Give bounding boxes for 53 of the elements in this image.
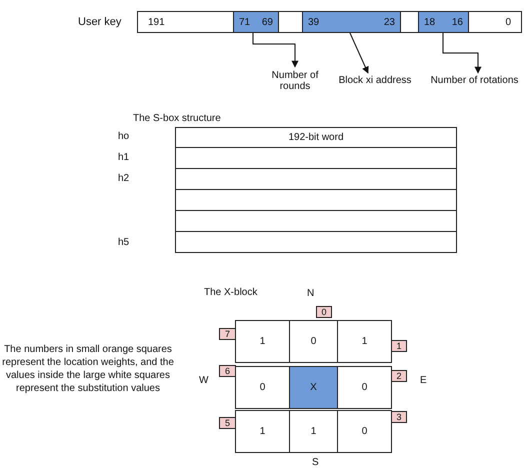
weight-badge: 3 bbox=[391, 411, 407, 423]
table-row bbox=[175, 169, 457, 190]
bit-index: 71 bbox=[239, 16, 250, 28]
bit-field-box: 0 bbox=[468, 11, 522, 33]
text-label: W bbox=[199, 375, 208, 386]
bit-index: 16 bbox=[452, 16, 463, 28]
callout-text: Number of rotations bbox=[424, 74, 525, 88]
weight-badge: 7 bbox=[219, 328, 236, 340]
bit-field-box bbox=[302, 11, 401, 33]
text-label: h5 bbox=[118, 237, 130, 248]
grid-cell: 0 bbox=[337, 410, 392, 453]
table-row: 192-bit word bbox=[175, 127, 457, 148]
callout-text: Block xi address bbox=[335, 74, 415, 88]
grid-cell: 0 bbox=[289, 320, 338, 363]
table-row bbox=[175, 232, 457, 253]
text-label: S bbox=[312, 457, 319, 468]
grid-cell: 0 bbox=[337, 366, 392, 409]
bit-field-box bbox=[418, 11, 469, 33]
arrow bbox=[252, 32, 298, 68]
text-label: User key bbox=[78, 16, 122, 28]
table-row bbox=[175, 211, 457, 232]
callout-text: Number of rounds bbox=[260, 68, 330, 94]
bit-field-box: 191 bbox=[137, 11, 234, 33]
bit-index: 23 bbox=[384, 16, 395, 28]
grid-cell: 1 bbox=[235, 410, 290, 453]
weight-badge: 0 bbox=[316, 306, 332, 318]
text-label: h2 bbox=[118, 173, 130, 184]
text-label: The X-block bbox=[204, 287, 258, 298]
weight-badge: 1 bbox=[391, 340, 407, 352]
bit-index: 39 bbox=[308, 16, 320, 28]
text-label: h1 bbox=[118, 152, 130, 163]
bit-index: 69 bbox=[262, 16, 273, 28]
weight-badge: 2 bbox=[391, 370, 407, 382]
text-label: ho bbox=[118, 131, 130, 142]
grid-cell: 0 bbox=[235, 366, 290, 409]
note-text: The numbers in small orange squares represent the location weights, and the values inside the large white squares represent the substitution values bbox=[2, 343, 174, 395]
grid-cell: 1 bbox=[289, 410, 338, 453]
table-row bbox=[175, 190, 457, 211]
weight-badge: 6 bbox=[219, 365, 236, 377]
grid-cell: X bbox=[289, 366, 338, 409]
bit-field-box bbox=[400, 11, 419, 33]
bit-field-box bbox=[233, 11, 279, 33]
bit-field-box bbox=[278, 11, 303, 33]
grid-cell: 1 bbox=[337, 320, 392, 363]
arrow bbox=[442, 32, 482, 74]
text-label: N bbox=[307, 288, 314, 299]
text-label: The S-box structure bbox=[133, 113, 221, 124]
grid-cell: 1 bbox=[235, 320, 290, 363]
arrow bbox=[350, 32, 369, 74]
bit-index: 18 bbox=[424, 16, 436, 28]
weight-badge: 5 bbox=[219, 417, 236, 429]
table-row bbox=[175, 148, 457, 169]
text-label: E bbox=[420, 375, 427, 386]
